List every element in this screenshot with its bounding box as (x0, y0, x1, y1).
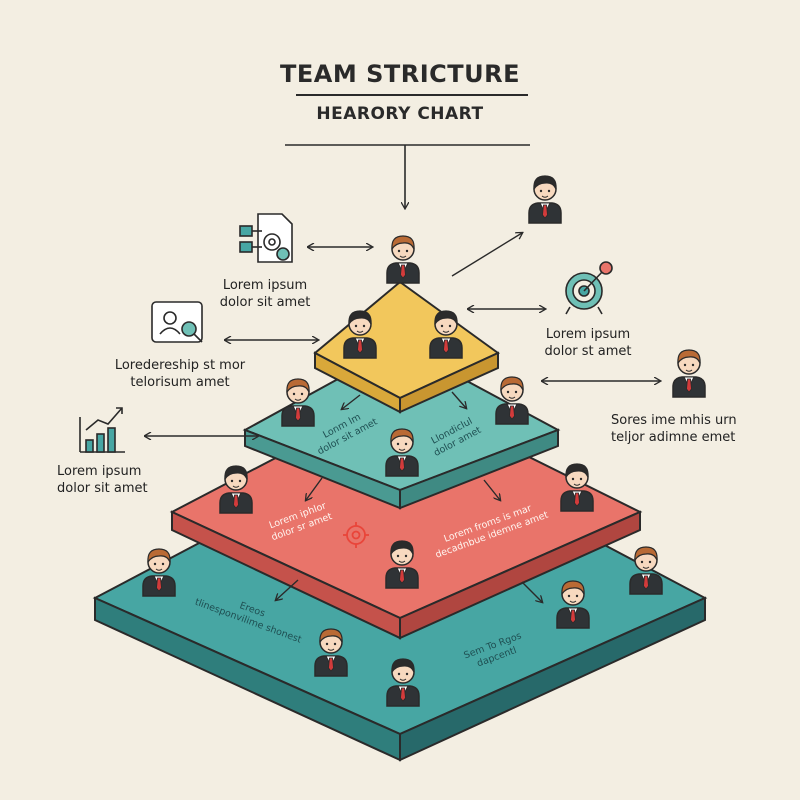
person-icon (385, 540, 419, 589)
person-icon (142, 548, 176, 597)
tier-teal (242, 343, 561, 510)
person-icon (314, 628, 348, 677)
page-title: TEAM STRICTURE (280, 60, 520, 88)
person-icon (385, 428, 419, 477)
header-connector (285, 144, 530, 208)
person-icon (528, 175, 562, 224)
bar-chart-growth-icon (79, 407, 125, 453)
person-icon (429, 310, 463, 359)
profile-search-icon (151, 301, 203, 343)
gear-icon (343, 522, 369, 548)
person-icon (629, 546, 663, 595)
person-icon (386, 658, 420, 707)
person-icon (495, 376, 529, 425)
person-icon (560, 463, 594, 512)
person-icon (219, 465, 253, 514)
tier-top (313, 280, 500, 414)
person-icon (672, 349, 706, 398)
flowchart-gear-icon (239, 213, 293, 263)
page-subtitle: HEARORY CHART (316, 104, 484, 124)
people-group (142, 175, 706, 707)
person-icon (386, 235, 420, 284)
person-icon (281, 378, 315, 427)
title-divider (296, 94, 528, 96)
person-icon (343, 310, 377, 359)
arrows (145, 233, 660, 602)
person-icon (556, 580, 590, 629)
target-icon (565, 261, 613, 315)
